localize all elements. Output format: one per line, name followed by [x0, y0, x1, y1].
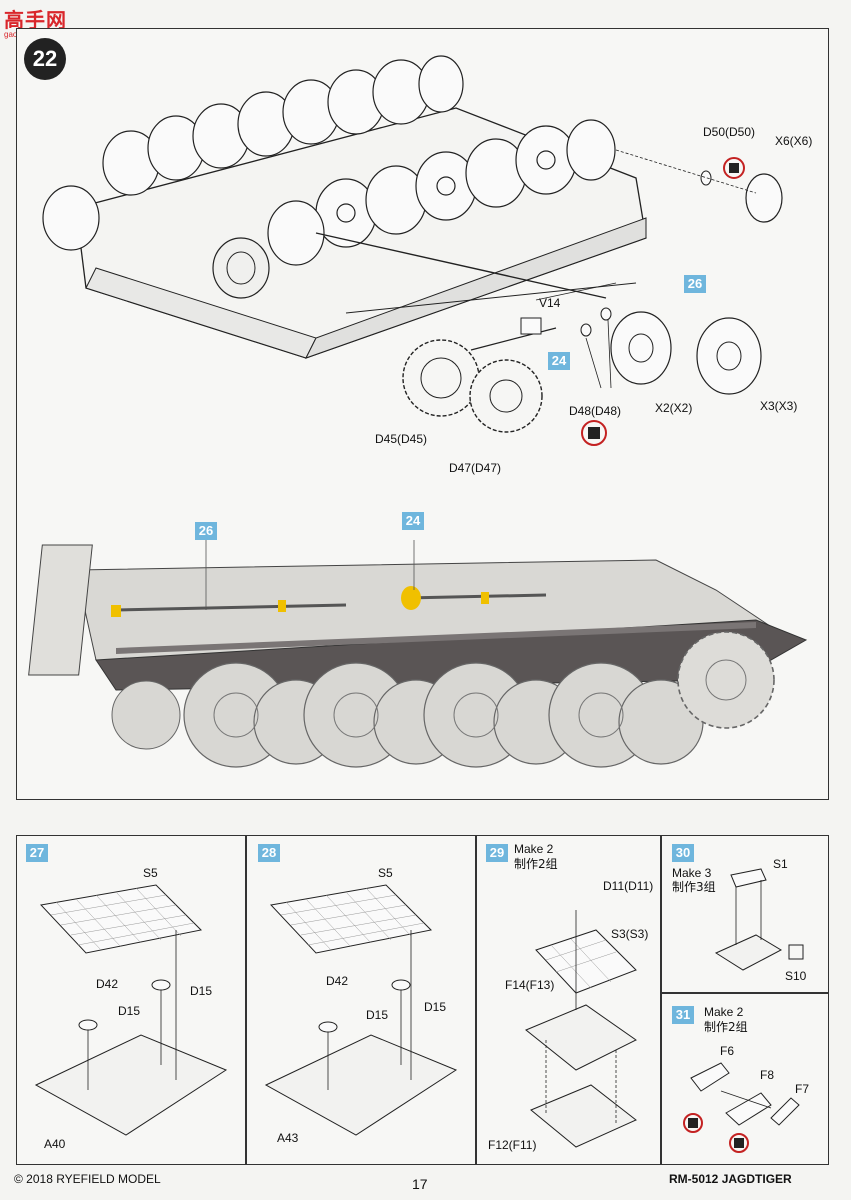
base-plate — [34, 1034, 228, 1136]
label-s3: S3(S3) — [611, 927, 649, 941]
label-f12: F12(F11) — [488, 1138, 537, 1152]
label-f6: F6 — [720, 1044, 735, 1058]
step-29-number: 29 — [486, 844, 508, 862]
side-idler — [111, 680, 181, 750]
label-f14: F14(F13) — [505, 978, 555, 992]
badge-26-side: 26 — [195, 522, 217, 540]
step-27-number: 27 — [26, 844, 48, 862]
footer-page-number: 17 — [412, 1176, 428, 1192]
badge-26-top: 26 — [684, 275, 706, 293]
label-d15b-28: D15 — [366, 1008, 389, 1022]
label-f7: F7 — [795, 1082, 810, 1096]
label-d15b-27: D15 — [118, 1004, 141, 1018]
label-d11: D11(D11) — [603, 879, 654, 893]
step-29-drawing — [525, 910, 637, 1148]
footer-product-code: RM-5012 JAGDTIGER — [669, 1172, 792, 1186]
tray-f12 — [530, 1084, 637, 1148]
step-31-drawing — [683, 1062, 800, 1153]
label-f8: F8 — [760, 1068, 775, 1082]
step-22-number: 22 — [24, 38, 66, 80]
grille-s5 — [270, 884, 433, 954]
step-30-make-cn: 制作3组 — [672, 880, 716, 894]
step-28-number: 28 — [258, 844, 280, 862]
d47-sprocket — [469, 359, 543, 433]
label-d15a-27: D15 — [190, 984, 213, 998]
no-glue-icon — [581, 157, 745, 446]
x3-wheel — [696, 317, 762, 395]
part-f6 — [690, 1062, 730, 1092]
label-a40: A40 — [44, 1137, 66, 1151]
badge-24-side: 24 — [402, 512, 424, 530]
label-d42-28: D42 — [326, 974, 349, 988]
step-31-number: 31 — [672, 1006, 694, 1024]
step-29-make-en: Make 2 — [514, 842, 554, 856]
part-s1 — [730, 868, 767, 888]
label-s5-27: S5 — [143, 866, 158, 880]
hull-exploded-drawing — [42, 55, 783, 446]
cement-icon — [788, 944, 804, 960]
part-s10 — [714, 934, 783, 971]
label-a43: A43 — [277, 1131, 299, 1145]
label-x6: X6(X6) — [775, 134, 813, 148]
footer-copyright: © 2018 RYEFIELD MODEL — [14, 1172, 161, 1186]
road-wheels-lower — [315, 119, 616, 248]
hull-side-view — [28, 540, 808, 768]
label-d42-27: D42 — [96, 977, 119, 991]
base-plate — [264, 1034, 458, 1136]
no-glue-icon — [683, 1113, 749, 1153]
step-30-number: 30 — [672, 844, 694, 862]
side-road-wheels — [183, 662, 704, 768]
separate-wheel — [267, 200, 325, 266]
label-s1: S1 — [773, 857, 788, 871]
step-31-make-en: Make 2 — [704, 1005, 744, 1019]
part-f7 — [770, 1097, 800, 1126]
label-d47: D47(D47) — [449, 461, 502, 475]
label-s10: S10 — [785, 969, 807, 983]
hull-plate — [304, 217, 647, 359]
rear-plate — [28, 544, 93, 676]
frame-f14 — [525, 1004, 637, 1071]
label-s5-28: S5 — [378, 866, 393, 880]
label-x3: X3(X3) — [760, 399, 798, 413]
label-x2: X2(X2) — [655, 401, 693, 415]
step-28-drawing — [264, 884, 458, 1136]
step-29-make-cn: 制作2组 — [514, 857, 558, 871]
rod-part-24 — [405, 593, 547, 600]
label-d15a-28: D15 — [424, 1000, 447, 1014]
step-30-drawing — [714, 868, 804, 971]
step-30-make-en: Make 3 — [672, 866, 712, 880]
label-d50: D50(D50) — [703, 125, 756, 139]
badge-24-top: 24 — [548, 352, 570, 370]
rod-part-26 — [115, 603, 347, 612]
grille-s5 — [40, 884, 203, 954]
mounted-sprocket — [212, 237, 270, 299]
label-v14: V14 — [539, 296, 561, 310]
label-d45: D45(D45) — [375, 432, 428, 446]
road-wheels-top — [102, 55, 464, 196]
label-d48: D48(D48) — [569, 404, 622, 418]
step-27-drawing — [34, 884, 228, 1136]
d45-sprocket — [402, 339, 480, 417]
step-31-make-cn: 制作2组 — [704, 1020, 748, 1034]
x6-part — [745, 173, 783, 223]
part-f8 — [725, 1092, 772, 1126]
idler-wheel — [42, 185, 100, 251]
x2-wheel — [610, 311, 672, 385]
side-sprocket — [677, 631, 775, 729]
